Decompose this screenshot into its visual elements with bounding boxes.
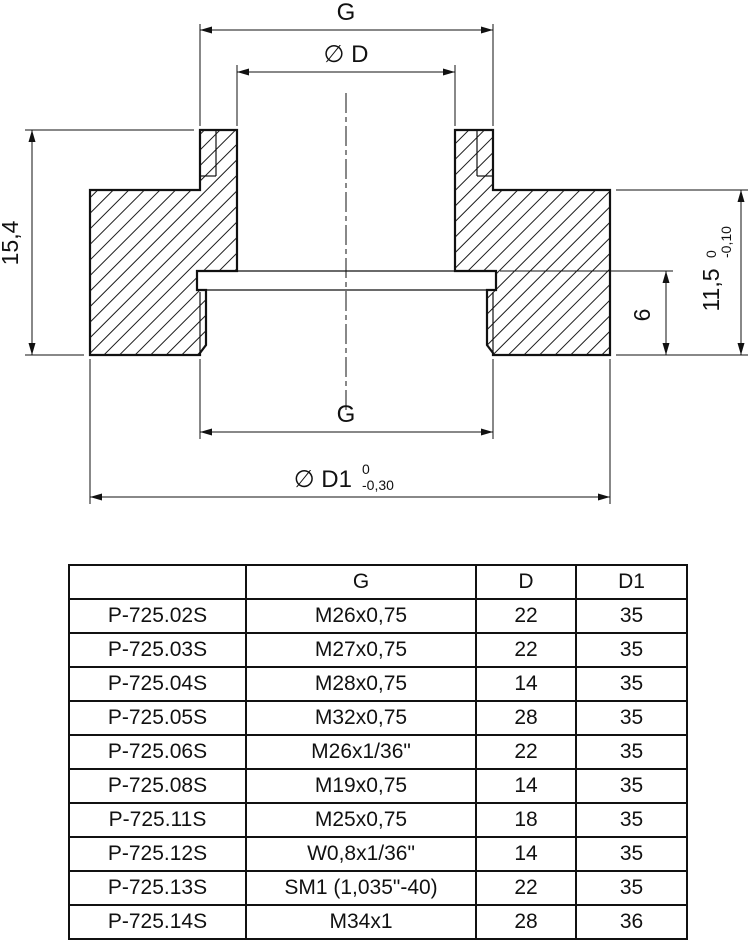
label-height-flange-tol-upper: 0 bbox=[703, 250, 719, 258]
part-number-cell: P-725.12S bbox=[68, 836, 247, 872]
table-cell: M19x0,75 bbox=[245, 768, 477, 804]
part-number-cell: P-725.13S bbox=[68, 870, 247, 906]
label-g-bottom: G bbox=[337, 401, 356, 428]
label-g-top: G bbox=[337, 0, 356, 26]
label-d: ∅ D bbox=[324, 41, 369, 68]
part-number-cell: P-725.14S bbox=[68, 904, 247, 940]
table-cell: 36 bbox=[575, 904, 688, 940]
part-number-cell: P-725.03S bbox=[68, 632, 247, 668]
table-cell: M26x1/36" bbox=[245, 734, 477, 770]
dimension-d: ∅ D bbox=[236, 41, 456, 126]
section-left-half bbox=[88, 128, 239, 357]
table-cell: 35 bbox=[575, 632, 688, 668]
table-cell: 35 bbox=[575, 870, 688, 906]
label-height-total: 15,4 bbox=[0, 220, 23, 265]
dimension-g-top: G bbox=[199, 0, 494, 126]
dimension-depth: 6 bbox=[500, 270, 673, 355]
dimension-height-flange: 11,5 0 -0,10 bbox=[616, 189, 748, 356]
table-cell: M26x0,75 bbox=[245, 598, 477, 634]
table-cell: M32x0,75 bbox=[245, 700, 477, 736]
label-depth: 6 bbox=[629, 309, 655, 322]
label-d1: ∅ D1 bbox=[294, 466, 352, 493]
col-header-g: G bbox=[245, 564, 477, 600]
table-cell: M28x0,75 bbox=[245, 666, 477, 702]
section-drawing: G ∅ D 15,4 11,5 0 -0,10 bbox=[0, 0, 748, 504]
table-cell: 14 bbox=[475, 768, 577, 804]
table-cell: 35 bbox=[575, 598, 688, 634]
table-cell: 35 bbox=[575, 734, 688, 770]
table-cell: 35 bbox=[575, 836, 688, 872]
table-cell: 22 bbox=[475, 870, 577, 906]
table-cell: 28 bbox=[475, 700, 577, 736]
dimension-height-total: 15,4 bbox=[0, 129, 194, 356]
part-number-cell: P-725.05S bbox=[68, 700, 247, 736]
table-cell: 14 bbox=[475, 666, 577, 702]
part-number-cell: P-725.02S bbox=[68, 598, 247, 634]
part-number-cell: P-725.11S bbox=[68, 802, 247, 838]
table-cell: M25x0,75 bbox=[245, 802, 477, 838]
label-d1-tol-upper: 0 bbox=[362, 461, 370, 477]
table-cell: 35 bbox=[575, 768, 688, 804]
section-right-half bbox=[453, 128, 612, 357]
col-header-d1: D1 bbox=[575, 564, 688, 600]
label-d1-tol-lower: -0,30 bbox=[362, 477, 394, 493]
table-cell: 35 bbox=[575, 802, 688, 838]
part-section bbox=[88, 93, 612, 410]
table-cell: 14 bbox=[475, 836, 577, 872]
table-cell: 22 bbox=[475, 598, 577, 634]
part-number-cell: P-725.04S bbox=[68, 666, 247, 702]
table-cell: 35 bbox=[575, 666, 688, 702]
label-height-flange-tol-lower: -0,10 bbox=[718, 226, 734, 258]
part-number-cell: P-725.06S bbox=[68, 734, 247, 770]
table-cell: M27x0,75 bbox=[245, 632, 477, 668]
col-header-part bbox=[68, 564, 247, 600]
table-cell: SM1 (1,035"-40) bbox=[245, 870, 477, 906]
technical-drawing-area: G ∅ D 15,4 11,5 0 -0,10 bbox=[0, 0, 748, 504]
label-height-flange: 11,5 bbox=[698, 268, 724, 311]
dimension-d1: ∅ D1 0 -0,30 bbox=[89, 359, 611, 504]
table-cell: 28 bbox=[475, 904, 577, 940]
table-cell: W0,8x1/36" bbox=[245, 836, 477, 872]
table-cell: 22 bbox=[475, 734, 577, 770]
table-cell: M34x1 bbox=[245, 904, 477, 940]
table-cell: 35 bbox=[575, 700, 688, 736]
col-header-d: D bbox=[475, 564, 577, 600]
table-cell: 18 bbox=[475, 802, 577, 838]
table-cell: 22 bbox=[475, 632, 577, 668]
table-header-row: G D D1 bbox=[68, 564, 688, 600]
part-number-cell: P-725.08S bbox=[68, 768, 247, 804]
dimension-g-bottom: G bbox=[199, 359, 494, 439]
